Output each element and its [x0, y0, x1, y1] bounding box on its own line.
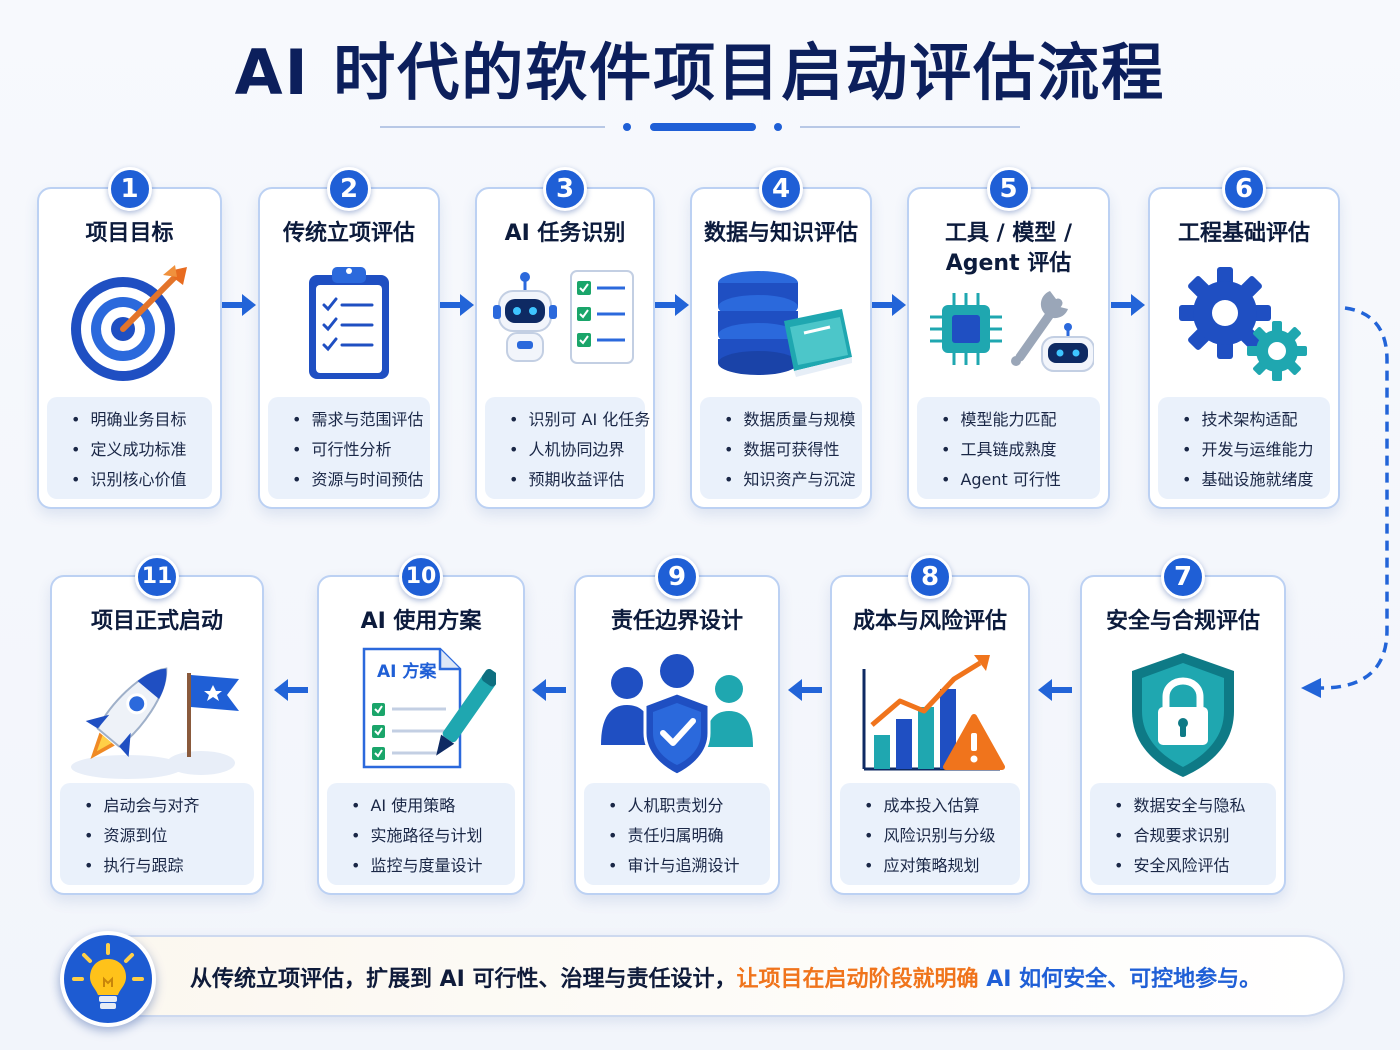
chip-wrench-robot-icon [929, 291, 1094, 372]
step-item-list: 明确业务目标 定义成功标准 识别核心价值 [47, 397, 212, 499]
flow-arrow-right [222, 294, 256, 316]
lightbulb-icon [60, 931, 156, 1027]
step-card-10: 10 AI 使用方案 AI 方案 AI 使用策略 实施路径与计划 监控与度量设计 [317, 555, 525, 895]
step-item-list: 技术架构适配 开发与运维能力 基础设施就绪度 [1158, 397, 1330, 499]
step-title: 项目正式启动 [90, 609, 223, 634]
step-item-list: 数据质量与规模 数据可获得性 知识资产与沉淀 [700, 397, 862, 499]
step-title: 传统立项评估 [282, 221, 415, 246]
flow-arrow-right [1111, 294, 1145, 316]
step-card-4: 4 数据与知识评估 数据质量与规模 数据可获得性 知识资产与沉淀 [690, 167, 872, 509]
document-pen-icon [362, 647, 496, 769]
step-card-7: 7 安全与合规评估 数据安全与隐私 合规要求识别 安全风险评估 [1080, 555, 1286, 895]
database-book-icon [718, 271, 852, 377]
people-shield-icon [601, 654, 753, 777]
step-number-badge: 10 [399, 555, 443, 599]
step-title: 责任边界设计 [610, 609, 743, 634]
gears-icon [1179, 267, 1307, 381]
robot-checklist-icon [493, 270, 634, 364]
flow-arrow-left [274, 679, 308, 701]
target-icon [70, 265, 187, 381]
rocket-flag-icon [71, 667, 239, 779]
step-number-badge: 8 [908, 555, 952, 599]
step-item-list: 需求与范围评估 可行性分析 资源与时间预估 [268, 397, 430, 499]
step-number-badge: 6 [1222, 167, 1266, 211]
step-title: 项目目标 [85, 221, 174, 246]
step-number-badge: 1 [107, 167, 152, 211]
flow-arrow-left [1038, 679, 1072, 701]
flow-arrow-right [872, 294, 906, 316]
step-card-8: 8 成本与风险评估 成本投入估算 风险识别与分级 应对策略规划 [830, 555, 1030, 895]
doc-label: AI 方案 [377, 662, 437, 682]
shield-lock-icon [1132, 653, 1234, 777]
step-number-badge: 3 [543, 167, 587, 211]
flow-arrow-left [532, 679, 566, 701]
step-number-badge: 4 [759, 167, 803, 211]
step-number-badge: 11 [135, 555, 179, 599]
page-title: AI 时代的软件项目启动评估流程 [234, 36, 1166, 109]
summary-banner: 从传统立项评估，扩展到 AI 可行性、治理与责任设计，让项目在启动阶段就明确 A… [60, 931, 1345, 1027]
step-card-1: 1 项目目标 明确业务目标 定义成功标准 识别核心价值 [37, 167, 222, 509]
step-title: 工具 / 模型 / Agent 评估 [944, 221, 1073, 276]
step-item-list: 模型能力匹配 工具链成熟度 Agent 可行性 [917, 397, 1100, 499]
step-card-11: 11 项目正式启动 启动会与对齐 资源到位 执行与跟踪 [50, 555, 264, 895]
summary-text: 从传统立项评估，扩展到 AI 可行性、治理与责任设计，让项目在启动阶段就明确 A… [190, 967, 1262, 992]
step-item-list: 启动会与对齐 资源到位 执行与跟踪 [60, 783, 254, 885]
chart-warning-icon [862, 655, 1005, 771]
step-item-list: 成本投入估算 风险识别与分级 应对策略规划 [840, 783, 1020, 885]
step-number-badge: 7 [1161, 555, 1205, 599]
clipboard-icon [309, 267, 389, 379]
step-card-2: 2 传统立项评估 需求与范围评估 可行性分析 资源与时间预估 [258, 167, 440, 509]
flow-arrow-right [655, 294, 689, 316]
step-title: 成本与风险评估 [852, 609, 1007, 634]
step-card-3: 3 AI 任务识别 识别可 AI 化任务 人机协同边界 预期收益评估 [475, 167, 655, 509]
step-card-9: 9 责任边界设计 人机职责划分 责任归属明确 审计与追溯设计 [574, 555, 780, 895]
step-item-list: 数据安全与隐私 合规要求识别 安全风险评估 [1090, 783, 1276, 885]
step-title: 数据与知识评估 [703, 221, 858, 246]
flow-arrow-left [788, 679, 822, 701]
step-number-badge: 5 [986, 167, 1031, 211]
step-title: AI 任务识别 [504, 221, 626, 246]
title-divider [380, 123, 1020, 131]
flow-arrow-right [440, 294, 474, 316]
step-title: AI 使用方案 [360, 609, 482, 634]
flow-connector-dashed [1301, 306, 1389, 698]
step-title: 工程基础评估 [1177, 221, 1310, 246]
step-item-list: 识别可 AI 化任务 人机协同边界 预期收益评估 [485, 397, 650, 499]
step-card-6: 6 工程基础评估 技术架构适配 开发与运维 [1148, 167, 1340, 509]
step-item-list: 人机职责划分 责任归属明确 审计与追溯设计 [584, 783, 770, 885]
step-number-badge: 2 [327, 167, 371, 211]
step-item-list: AI 使用策略 实施路径与计划 监控与度量设计 [327, 783, 515, 885]
step-number-badge: 9 [655, 555, 699, 599]
step-title: 安全与合规评估 [1105, 609, 1260, 634]
step-card-5: 5 工具 / 模型 / Agent 评估 模型能力匹配 工具链成熟度 Agent… [907, 167, 1110, 509]
